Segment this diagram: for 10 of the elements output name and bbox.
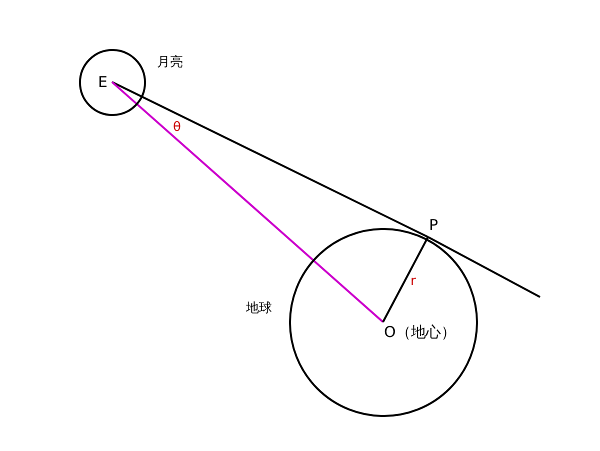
angle-label: θ [173,120,181,136]
line-segment [382,236,429,322]
line-segment [428,236,540,298]
line-segment [112,81,428,238]
circle-label: 地球 [246,301,272,317]
point-label: E [98,73,112,91]
line-segment [111,81,384,323]
point-label: P [429,216,442,234]
point-label: O（地心） [384,323,458,341]
circle-label: 月亮 [157,55,183,71]
